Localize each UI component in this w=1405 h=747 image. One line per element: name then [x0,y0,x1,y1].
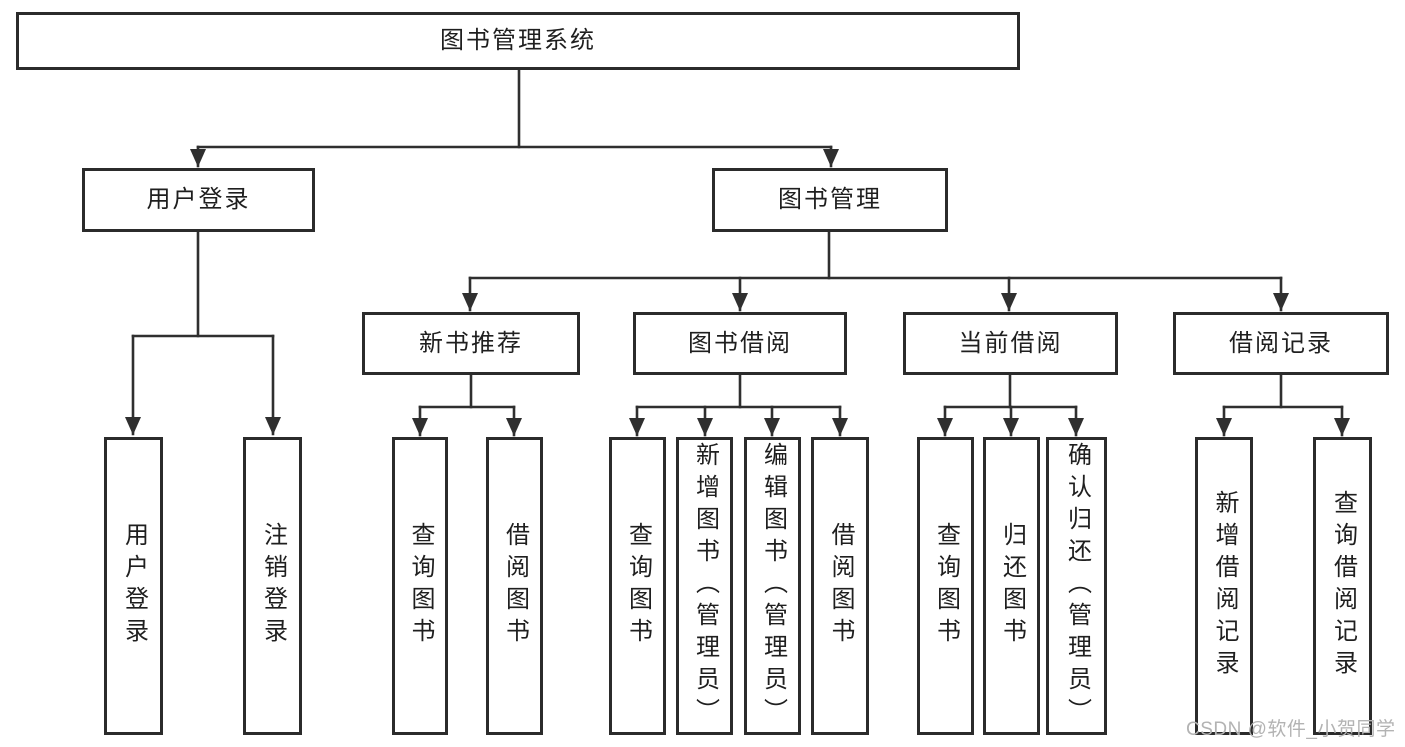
node-label: 新书推荐 [419,329,523,357]
node-label: 借阅记录 [1229,329,1333,357]
node-label: 归还图书 [998,522,1026,650]
node-new-book-recommendation: 新书推荐 [362,312,580,375]
node-label: 当前借阅 [958,329,1063,357]
node-label: 注销登录 [259,522,287,650]
node-label: 图书管理系统 [440,27,596,54]
leaf-borrow-book: 借阅图书 [486,437,543,735]
node-borrowing-records: 借阅记录 [1173,312,1389,375]
leaf-query-book: 查询图书 [917,437,974,735]
leaf-confirm-return-admin: 确认归还（管理员） [1046,437,1107,735]
csdn-watermark: CSDN @软件_小贺同学 [1186,719,1396,740]
leaf-user-login: 用户登录 [104,437,163,735]
node-book-management: 图书管理 [712,168,948,232]
node-label: 借阅图书 [827,522,854,650]
leaf-return-book: 归还图书 [983,437,1040,735]
node-label: 新增图书（管理员） [691,442,719,730]
node-root: 图书管理系统 [16,12,1020,70]
node-current-borrowing: 当前借阅 [903,312,1118,375]
leaf-query-book: 查询图书 [392,437,448,735]
node-label: 查询图书 [624,522,652,650]
node-label: 查询借阅记录 [1329,490,1357,682]
node-label: 用户登录 [120,522,148,650]
node-label: 借阅图书 [501,522,529,650]
leaf-add-book-admin: 新增图书（管理员） [676,437,733,735]
node-label: 用户登录 [146,186,251,213]
node-label: 图书借阅 [688,329,792,357]
node-label: 编辑图书（管理员） [759,442,787,730]
node-user-login: 用户登录 [82,168,315,232]
leaf-query-book: 查询图书 [609,437,666,735]
leaf-borrow-book: 借阅图书 [811,437,869,735]
leaf-edit-book-admin: 编辑图书（管理员） [744,437,801,735]
leaf-add-borrow-record: 新增借阅记录 [1195,437,1253,735]
leaf-logout: 注销登录 [243,437,302,735]
node-label: 查询图书 [932,522,960,650]
node-label: 新增借阅记录 [1211,490,1238,682]
node-book-borrowing: 图书借阅 [633,312,847,375]
leaf-query-borrow-record: 查询借阅记录 [1313,437,1372,735]
node-label: 查询图书 [407,522,434,650]
node-label: 确认归还（管理员） [1063,442,1091,730]
node-label: 图书管理 [778,186,882,213]
